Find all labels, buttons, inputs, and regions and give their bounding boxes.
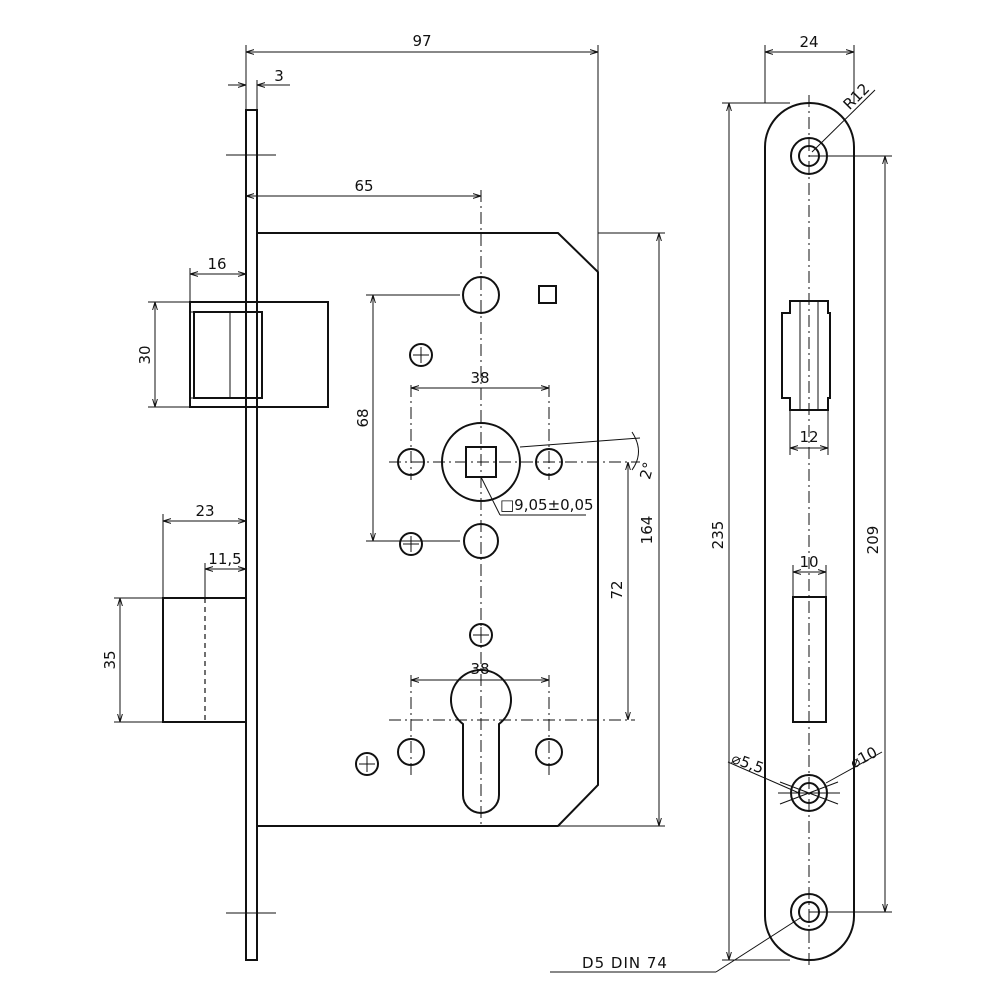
cylinder-profile	[450, 669, 512, 814]
lock-case	[257, 232, 599, 827]
countersunk-hole	[778, 774, 840, 812]
dim-72: 72	[608, 462, 628, 720]
svg-text:235: 235	[709, 521, 727, 550]
dim-164: 164	[558, 232, 665, 827]
dim-angle: 2°	[519, 431, 658, 481]
svg-text:⌀5,5: ⌀5,5	[729, 749, 766, 777]
dim-35: 35	[101, 597, 163, 723]
svg-text:38: 38	[470, 369, 489, 387]
svg-text:23: 23	[195, 502, 214, 520]
dim-235: 235	[709, 102, 790, 961]
dim-38-cylinder: 38	[411, 660, 549, 680]
svg-text:24: 24	[799, 33, 818, 51]
svg-text:38: 38	[470, 660, 489, 678]
dim-30: 30	[136, 301, 190, 408]
lock-side-view: 97 3 65 16 30	[101, 32, 665, 961]
dim-68: 68	[354, 294, 460, 542]
dim-38-spindle: 38	[411, 369, 549, 388]
material-note: D5 DIN 74	[550, 917, 801, 973]
svg-text:72: 72	[608, 580, 626, 599]
top-hole	[462, 276, 500, 314]
bolt-slot	[792, 596, 827, 723]
latch-slot	[781, 300, 831, 411]
dead-bolt	[162, 597, 247, 723]
svg-text:30: 30	[136, 345, 154, 364]
screw-icon	[409, 343, 433, 367]
dim-10: 10	[792, 553, 827, 597]
dim-209: 209	[809, 155, 892, 913]
svg-text:□9,05±0,05: □9,05±0,05	[500, 496, 594, 514]
svg-text:65: 65	[354, 177, 373, 195]
spindle-hub	[397, 422, 563, 559]
dim-11-5: 11,5	[204, 550, 246, 598]
dim-16: 16	[189, 255, 246, 302]
svg-text:164: 164	[638, 516, 656, 545]
svg-text:12: 12	[799, 428, 818, 446]
dim-diameter-inner: ⌀5,5	[727, 749, 800, 794]
square-mark	[538, 285, 557, 304]
dim-97: 97	[245, 32, 599, 272]
screw-icon	[399, 532, 423, 556]
dim-23: 23	[162, 502, 246, 598]
centre-lines	[389, 190, 640, 825]
svg-text:35: 35	[101, 650, 119, 669]
svg-text:10: 10	[799, 553, 818, 571]
svg-text:16: 16	[207, 255, 226, 273]
dim-3: 3	[228, 67, 290, 110]
dim-65: 65	[246, 177, 481, 196]
screw-icon	[355, 752, 379, 776]
svg-text:97: 97	[412, 32, 431, 50]
svg-text:2°: 2°	[636, 460, 658, 481]
dim-12: 12	[789, 410, 829, 455]
dim-radius: R12	[811, 80, 876, 153]
forend-plate	[245, 109, 258, 961]
svg-text:68: 68	[354, 408, 372, 427]
svg-text:209: 209	[864, 526, 882, 555]
dim-24: 24	[764, 33, 855, 103]
svg-text:3: 3	[274, 67, 284, 85]
svg-text:⌀10: ⌀10	[847, 743, 880, 772]
svg-text:R12: R12	[840, 80, 874, 114]
svg-text:D5 DIN 74: D5 DIN 74	[582, 954, 668, 972]
dim-square: □9,05±0,05	[480, 476, 594, 516]
faceplate-front-view: 24 R12 235 209 12	[550, 33, 892, 973]
latch-bolt	[189, 301, 329, 408]
svg-text:11,5: 11,5	[208, 550, 241, 568]
